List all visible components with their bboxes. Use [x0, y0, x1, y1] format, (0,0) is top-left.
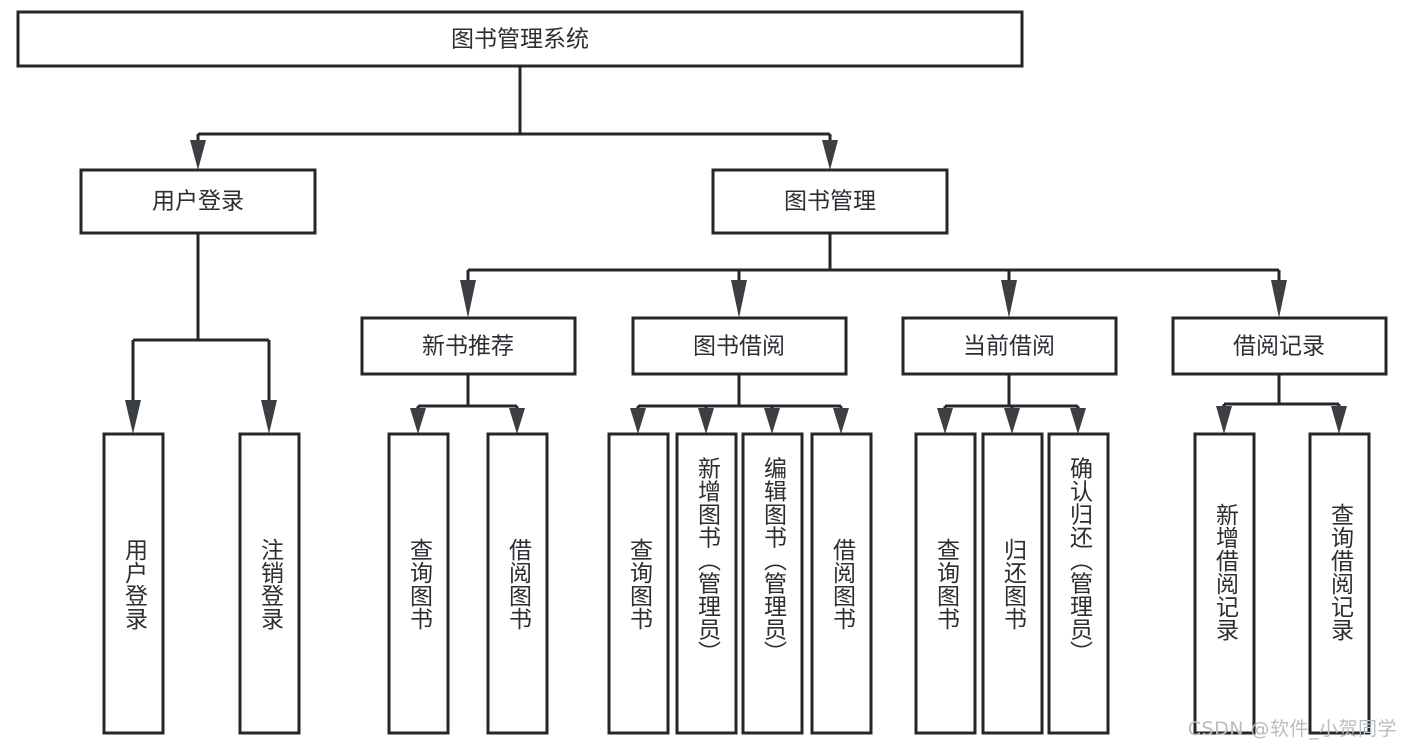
- csdn-watermark: CSDN @软件_小贺同学: [1187, 718, 1397, 740]
- arrowhead-leaf-query-book-3: [937, 408, 953, 434]
- node-leaf-add-book-label: 新增图书（管理员）: [694, 457, 722, 664]
- arrowhead-leaf-add-book: [698, 408, 714, 434]
- arrowhead-leaf-edit-book: [764, 408, 780, 434]
- node-leaf-borrow-book-2[interactable]: 借阅图书: [810, 432, 873, 735]
- arrowhead-leaf-borrow-book-2: [833, 408, 849, 434]
- node-root-box[interactable]: [16, 10, 1024, 68]
- node-user-login[interactable]: 用户登录: [79, 168, 317, 235]
- node-book-manage-box[interactable]: [711, 168, 949, 235]
- node-leaf-add-book[interactable]: 新增图书（管理员）: [675, 432, 738, 735]
- node-leaf-edit-book-box[interactable]: [741, 432, 804, 735]
- node-root-label: 图书管理系统: [451, 27, 589, 53]
- node-leaf-borrow-book-2-box[interactable]: [810, 432, 873, 735]
- node-leaf-query-record-box[interactable]: [1308, 432, 1371, 735]
- connector-layer: [125, 66, 1347, 434]
- node-leaf-return-book-label: 归还图书: [1000, 538, 1028, 630]
- node-leaf-borrow-book-1-label: 借阅图书: [505, 538, 533, 630]
- arrowhead-user-login: [190, 140, 206, 170]
- node-book-manage-label: 图书管理: [784, 189, 876, 215]
- node-leaf-user-login-box[interactable]: [102, 432, 165, 735]
- node-leaf-query-book-3-label: 查询图书: [933, 538, 961, 630]
- node-leaf-add-record-box[interactable]: [1193, 432, 1256, 735]
- node-new-book-rec-box[interactable]: [360, 316, 577, 376]
- node-book-borrow-box[interactable]: [631, 316, 848, 376]
- arrowhead-book-borrow: [731, 280, 747, 318]
- arrowhead-new-book-rec: [460, 280, 476, 318]
- arrowhead-book-manage: [822, 140, 838, 170]
- node-book-borrow-label: 图书借阅: [693, 334, 785, 360]
- node-leaf-add-book-box[interactable]: [675, 432, 738, 735]
- node-current-borrow[interactable]: 当前借阅: [901, 316, 1118, 376]
- node-leaf-add-record-label: 新增借阅记录: [1212, 503, 1240, 641]
- node-root[interactable]: 图书管理系统: [16, 10, 1024, 68]
- node-leaf-query-book-3-box[interactable]: [914, 432, 977, 735]
- node-leaf-user-logout[interactable]: 注销登录: [238, 432, 301, 735]
- node-borrow-record-box[interactable]: [1171, 316, 1388, 376]
- node-book-manage[interactable]: 图书管理: [711, 168, 949, 235]
- node-book-borrow[interactable]: 图书借阅: [631, 316, 848, 376]
- node-borrow-record[interactable]: 借阅记录: [1171, 316, 1388, 376]
- node-leaf-borrow-book-1[interactable]: 借阅图书: [486, 432, 549, 735]
- node-leaf-return-book[interactable]: 归还图书: [981, 432, 1044, 735]
- node-leaf-borrow-book-1-box[interactable]: [486, 432, 549, 735]
- node-leaf-query-book-2-label: 查询图书: [626, 538, 654, 630]
- node-current-borrow-label: 当前借阅: [963, 334, 1055, 360]
- node-leaf-user-login[interactable]: 用户登录: [102, 432, 165, 735]
- node-leaf-query-book-1-label: 查询图书: [406, 538, 434, 630]
- arrowhead-leaf-query-record: [1331, 406, 1347, 434]
- node-leaf-add-record[interactable]: 新增借阅记录: [1193, 432, 1256, 735]
- node-user-login-label: 用户登录: [152, 189, 244, 215]
- arrowhead-borrow-record: [1271, 280, 1287, 318]
- node-leaf-query-book-3[interactable]: 查询图书: [914, 432, 977, 735]
- node-user-login-box[interactable]: [79, 168, 317, 235]
- node-leaf-return-book-box[interactable]: [981, 432, 1044, 735]
- arrowhead-leaf-user-login: [125, 400, 141, 434]
- node-leaf-confirm-return[interactable]: 确认归还（管理员）: [1047, 432, 1110, 735]
- node-leaf-confirm-return-box[interactable]: [1047, 432, 1110, 735]
- arrowhead-leaf-query-book-1: [410, 408, 426, 434]
- arrowhead-leaf-borrow-book-1: [509, 408, 525, 434]
- node-leaf-edit-book[interactable]: 编辑图书（管理员）: [741, 432, 804, 735]
- arrowhead-leaf-add-record: [1216, 406, 1232, 434]
- node-leaf-query-book-1-box[interactable]: [387, 432, 450, 735]
- node-leaf-query-book-1[interactable]: 查询图书: [387, 432, 450, 735]
- node-leaf-borrow-book-2-label: 借阅图书: [829, 538, 857, 630]
- node-leaf-user-login-label: 用户登录: [121, 538, 149, 630]
- arrowhead-current-borrow: [1001, 280, 1017, 318]
- node-new-book-rec-label: 新书推荐: [422, 334, 514, 360]
- node-borrow-record-label: 借阅记录: [1233, 334, 1325, 360]
- node-leaf-user-logout-box[interactable]: [238, 432, 301, 735]
- node-leaf-query-record-label: 查询借阅记录: [1327, 503, 1355, 641]
- node-leaf-query-book-2-box[interactable]: [607, 432, 670, 735]
- node-new-book-rec[interactable]: 新书推荐: [360, 316, 577, 376]
- node-leaf-query-record[interactable]: 查询借阅记录: [1308, 432, 1371, 735]
- arrowhead-leaf-query-book-2: [630, 408, 646, 434]
- node-leaf-confirm-return-label: 确认归还（管理员）: [1066, 457, 1094, 664]
- node-leaf-edit-book-label: 编辑图书（管理员）: [760, 457, 788, 664]
- node-leaf-query-book-2[interactable]: 查询图书: [607, 432, 670, 735]
- arrowhead-leaf-return-book: [1004, 408, 1020, 434]
- node-leaf-user-logout-label: 注销登录: [257, 538, 285, 630]
- arrowhead-leaf-user-logout: [261, 400, 277, 434]
- node-current-borrow-box[interactable]: [901, 316, 1118, 376]
- arrowhead-leaf-confirm-return: [1070, 408, 1086, 434]
